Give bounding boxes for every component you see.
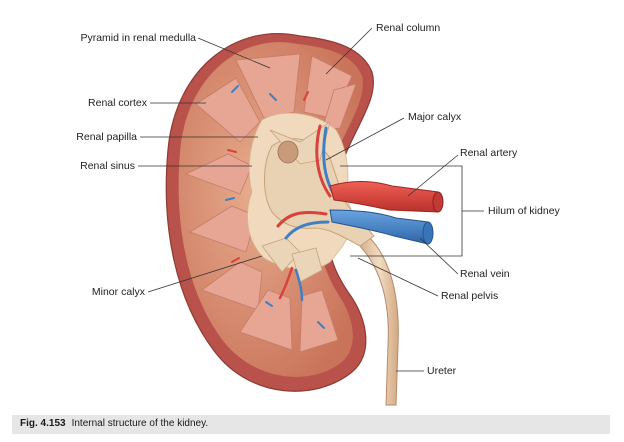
label-renal-artery: Renal artery bbox=[460, 147, 518, 159]
leader-pyramid bbox=[197, 37, 271, 69]
interlobar-artery-2 bbox=[276, 211, 328, 228]
label-ureter: Ureter bbox=[427, 365, 457, 377]
pyramid-top-1 bbox=[235, 53, 301, 119]
label-renal-sinus: Renal sinus bbox=[80, 160, 135, 172]
leader-renal-column bbox=[325, 27, 373, 75]
figure-caption: Fig. 4.153 Internal structure of the kidn… bbox=[20, 418, 208, 429]
caption-number: Fig. 4.153 bbox=[20, 418, 66, 429]
label-major-calyx: Major calyx bbox=[408, 111, 462, 123]
interlobar-vein-3 bbox=[294, 268, 304, 302]
caption-text: Internal structure of the kidney. bbox=[71, 418, 209, 429]
label-renal-vein: Renal vein bbox=[460, 268, 510, 280]
caption-bar bbox=[12, 415, 610, 434]
renal-pyramids bbox=[184, 53, 357, 353]
arcuate-vessel bbox=[317, 321, 325, 329]
pyramid-right-1 bbox=[321, 83, 357, 131]
leader-renal-pelvis bbox=[357, 257, 439, 297]
leader-lines bbox=[138, 27, 459, 372]
leader-renal-artery bbox=[407, 154, 459, 197]
label-pyramid: Pyramid in renal medulla bbox=[80, 32, 196, 44]
interlobar-vein-2 bbox=[284, 220, 330, 240]
arcuate-vessel bbox=[231, 257, 240, 263]
leader-major-calyx bbox=[325, 117, 405, 161]
ureter bbox=[359, 237, 399, 406]
pyramid-left-4 bbox=[201, 261, 263, 311]
label-hilum: Hilum of kidney bbox=[488, 205, 561, 217]
arcuate-vessel bbox=[303, 91, 309, 101]
pyramid-left-1 bbox=[195, 77, 261, 143]
leader-renal-vein bbox=[419, 237, 459, 275]
interlobar-artery-3 bbox=[278, 266, 294, 300]
arcuate-vessel bbox=[265, 301, 273, 307]
renal-artery-end bbox=[432, 191, 444, 213]
interlobar-artery bbox=[315, 124, 332, 198]
arcuate-vessel bbox=[231, 85, 239, 93]
arcuate-vessel bbox=[225, 197, 235, 201]
papilla-hole bbox=[277, 140, 299, 164]
interlobar-vessels bbox=[276, 124, 338, 302]
arcuate-vessel bbox=[269, 93, 277, 101]
label-renal-pelvis: Renal pelvis bbox=[441, 290, 498, 302]
label-minor-calyx: Minor calyx bbox=[92, 286, 146, 298]
renal-vein-end bbox=[422, 221, 434, 245]
pyramid-bottom-1 bbox=[239, 289, 293, 351]
arcuate-vessels bbox=[225, 85, 325, 329]
label-renal-column: Renal column bbox=[376, 22, 440, 34]
leader-minor-calyx bbox=[147, 255, 263, 293]
pyramid-bottom-2 bbox=[299, 289, 339, 353]
label-renal-cortex: Renal cortex bbox=[88, 97, 148, 109]
arcuate-vessel bbox=[227, 149, 237, 153]
label-renal-papilla: Renal papilla bbox=[76, 131, 137, 143]
